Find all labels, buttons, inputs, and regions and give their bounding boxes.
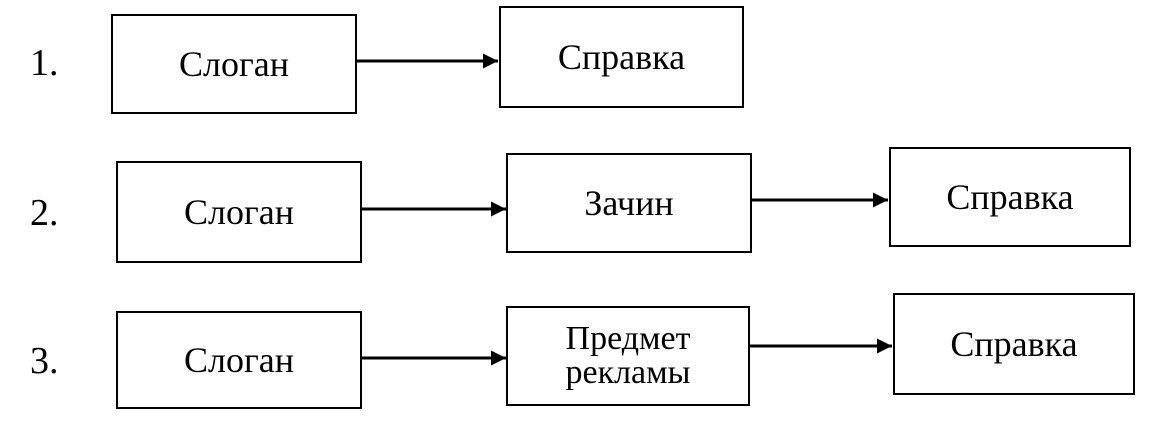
node-label: Зачин <box>584 183 674 223</box>
node-row3-spravka: Справка <box>893 293 1135 395</box>
node-row1-slogan: Слоган <box>111 14 357 114</box>
node-row3-slogan: Слоган <box>116 311 362 409</box>
node-row2-spravka: Справка <box>889 147 1131 247</box>
node-label: Слоган <box>179 44 289 84</box>
node-label: Справка <box>950 324 1078 364</box>
node-label: Справка <box>557 37 686 77</box>
node-label: Справка <box>946 177 1074 217</box>
row-number-2: 2. <box>30 192 59 234</box>
node-label: Предмет рекламы <box>565 320 691 391</box>
node-row1-spravka: Справка <box>499 6 744 108</box>
row-number-1: 1. <box>30 42 59 84</box>
node-row2-zachin: Зачин <box>506 153 752 253</box>
node-row3-predmet-reklamy: Предмет рекламы <box>506 306 750 406</box>
node-label: Слоган <box>184 192 294 232</box>
node-label: Слоган <box>184 340 294 380</box>
row-number-3: 3. <box>30 340 59 382</box>
node-row2-slogan: Слоган <box>116 161 362 263</box>
